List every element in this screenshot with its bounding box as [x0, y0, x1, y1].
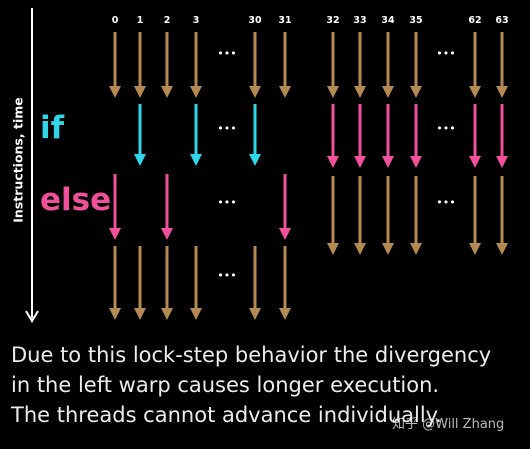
- arrow-else-t0: [109, 174, 121, 240]
- arrow-right-phase3-t34: [382, 176, 394, 255]
- thread-label-32: 32: [326, 15, 339, 26]
- thread-label-34: 34: [381, 15, 395, 26]
- arrow-else-t2: [161, 174, 173, 240]
- arrow-left-phase4-t30: [249, 246, 261, 320]
- arrow-if-t3: [190, 104, 202, 166]
- arrow-right-phase1-t35: [410, 32, 422, 98]
- thread-label-62: 62: [468, 15, 481, 26]
- caption-line-3: The threads cannot advance individually.: [11, 403, 442, 427]
- arrow-right-phase1-t62: [469, 32, 481, 98]
- thread-label-33: 33: [353, 15, 366, 26]
- arrow-left-phase1-t31: [279, 32, 291, 98]
- thread-label-1: 1: [137, 15, 144, 26]
- arrow-right-phase3-t32: [327, 176, 339, 255]
- ellipsis-left-if: •••: [217, 122, 236, 135]
- arrow-left-phase4-t1: [134, 246, 146, 320]
- thread-label-2: 2: [164, 15, 171, 26]
- thread-label-63: 63: [495, 15, 508, 26]
- time-axis-arrow: [25, 8, 39, 323]
- arrow-left-phase1-t1: [134, 32, 146, 98]
- arrow-right-phase1-t34: [382, 32, 394, 98]
- arrow-left-phase1-t2: [161, 32, 173, 98]
- arrow-right-phase2-t62: [469, 104, 481, 168]
- thread-label-0: 0: [112, 15, 119, 26]
- caption-line-1: Due to this lock-step behavior the diver…: [11, 343, 492, 367]
- arrow-else-t31: [279, 174, 291, 240]
- arrow-right-phase2-t34: [382, 104, 394, 168]
- arrow-right-phase2-t32: [327, 104, 339, 168]
- arrow-right-phase3-t63: [496, 176, 508, 255]
- arrow-right-phase3-t62: [469, 176, 481, 255]
- thread-label-3: 3: [193, 15, 200, 26]
- caption: Due to this lock-step behavior the diver…: [11, 340, 526, 430]
- arrow-if-t1: [134, 104, 146, 166]
- arrow-right-phase2-t63: [496, 104, 508, 168]
- ellipsis-right-phase1: •••: [436, 47, 455, 60]
- arrow-left-phase4-t0: [109, 246, 121, 320]
- watermark: 知乎 @Will Zhang: [392, 417, 505, 432]
- arrow-right-phase3-t33: [354, 176, 366, 255]
- arrow-left-phase4-t31: [279, 246, 291, 320]
- caption-line-2: in the left warp causes longer execution…: [11, 373, 440, 397]
- arrow-left-phase4-t2: [161, 246, 173, 320]
- ellipsis-right-phase2: •••: [436, 122, 455, 135]
- time-axis-label: Instructions, time: [10, 97, 26, 223]
- thread-label-30: 30: [248, 15, 262, 26]
- ellipsis-left-else: •••: [217, 196, 236, 209]
- arrow-left-phase4-t3: [190, 246, 202, 320]
- arrow-right-phase2-t35: [410, 104, 422, 168]
- ellipsis-left-phase1: •••: [217, 47, 236, 60]
- arrow-left-phase1-t30: [249, 32, 261, 98]
- arrow-right-phase1-t63: [496, 32, 508, 98]
- thread-label-31: 31: [278, 15, 291, 26]
- arrow-left-phase1-t0: [109, 32, 121, 98]
- arrow-right-phase1-t33: [354, 32, 366, 98]
- arrow-left-phase1-t3: [190, 32, 202, 98]
- arrow-right-phase3-t35: [410, 176, 422, 255]
- thread-label-35: 35: [409, 15, 422, 26]
- warp-divergence-diagram: 0 1 2 3 30 31 32 33 34 35 62 63 ••• ••• ••• ••• ••• ••• •…: [25, 8, 509, 323]
- arrow-right-phase1-t32: [327, 32, 339, 98]
- else-label: else: [40, 182, 112, 218]
- ellipsis-left-phase4: •••: [217, 269, 236, 282]
- ellipsis-right-phase3: •••: [436, 196, 455, 209]
- arrow-if-t30: [249, 104, 261, 166]
- if-label: if: [40, 110, 65, 146]
- arrow-right-phase2-t33: [354, 104, 366, 168]
